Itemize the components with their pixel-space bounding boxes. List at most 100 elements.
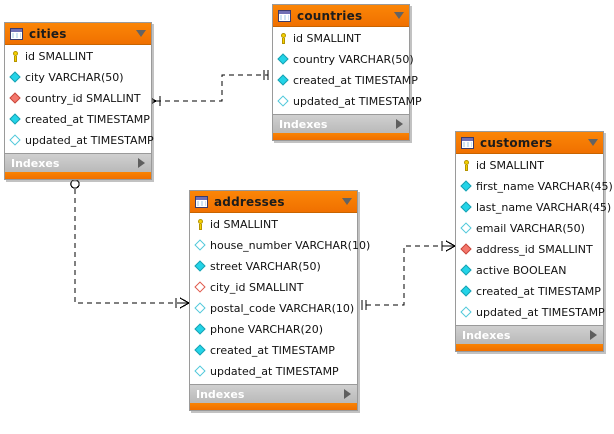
- table-bottom-strip: [456, 344, 603, 351]
- field-row[interactable]: address_id SMALLINT: [456, 239, 603, 260]
- field-row[interactable]: city_id SMALLINT: [190, 277, 357, 298]
- field-row[interactable]: created_at TIMESTAMP: [456, 281, 603, 302]
- table-icon: [10, 27, 23, 40]
- field-list-customers: id SMALLINT first_name VARCHAR(45) last_na…: [456, 154, 613, 325]
- indexes-label: Indexes: [279, 117, 328, 131]
- field-row[interactable]: id SMALLINT: [5, 46, 151, 67]
- indexes-section-addresses[interactable]: Indexes: [190, 384, 357, 403]
- table-header-addresses[interactable]: addresses: [190, 191, 357, 213]
- not-null-column-icon: [10, 114, 21, 125]
- chevron-down-icon[interactable]: [342, 198, 352, 205]
- table-box-addresses[interactable]: addresses id SMALLINT house_number VARCHAR…: [189, 190, 370, 411]
- relationship-cities-countries[interactable]: [146, 70, 269, 107]
- primary-key-icon: [461, 160, 472, 171]
- field-label: id SMALLINT: [293, 32, 361, 45]
- chevron-down-icon[interactable]: [136, 30, 146, 37]
- field-label: address_id SMALLINT: [476, 243, 593, 256]
- indexes-label: Indexes: [11, 156, 60, 170]
- chevron-down-icon[interactable]: [588, 139, 598, 146]
- nullable-column-icon: [195, 366, 206, 377]
- field-label: created_at TIMESTAMP: [293, 74, 418, 87]
- field-row[interactable]: last_name VARCHAR(45): [456, 197, 611, 218]
- nullable-foreign-key-icon: [195, 282, 206, 293]
- field-row[interactable]: country_id SMALLINT: [5, 88, 151, 109]
- field-row[interactable]: id SMALLINT: [456, 155, 603, 176]
- relationship-addresses-customers[interactable]: [361, 240, 456, 310]
- field-label: email VARCHAR(50): [476, 222, 585, 235]
- field-row[interactable]: first_name VARCHAR(45): [456, 176, 613, 197]
- table-header-countries[interactable]: countries: [273, 5, 409, 27]
- field-label: created_at TIMESTAMP: [476, 285, 601, 298]
- field-label: last_name VARCHAR(45): [476, 201, 612, 214]
- indexes-section-countries[interactable]: Indexes: [273, 114, 409, 133]
- field-label: street VARCHAR(50): [210, 260, 321, 273]
- not-null-column-icon: [278, 75, 289, 86]
- field-row[interactable]: updated_at TIMESTAMP: [5, 130, 154, 151]
- field-row[interactable]: postal_code VARCHAR(10): [190, 298, 357, 319]
- field-row[interactable]: updated_at TIMESTAMP: [190, 361, 357, 382]
- not-null-column-icon: [461, 202, 472, 213]
- primary-key-icon: [195, 219, 206, 230]
- field-row[interactable]: id SMALLINT: [273, 28, 409, 49]
- field-label: id SMALLINT: [210, 218, 278, 231]
- field-label: country VARCHAR(50): [293, 53, 414, 66]
- field-label: id SMALLINT: [476, 159, 544, 172]
- chevron-right-icon[interactable]: [344, 389, 351, 399]
- field-row[interactable]: email VARCHAR(50): [456, 218, 603, 239]
- nullable-column-icon: [461, 223, 472, 234]
- field-label: first_name VARCHAR(45): [476, 180, 613, 193]
- relationship-cities-addresses[interactable]: [70, 175, 190, 309]
- table-name-countries: countries: [297, 8, 363, 23]
- nullable-column-icon: [195, 240, 206, 251]
- indexes-section-customers[interactable]: Indexes: [456, 325, 603, 344]
- not-null-column-icon: [461, 265, 472, 276]
- field-list-cities: id SMALLINT city VARCHAR(50) country_id SM…: [5, 45, 154, 153]
- chevron-right-icon[interactable]: [138, 158, 145, 168]
- field-label: city VARCHAR(50): [25, 71, 124, 84]
- field-row[interactable]: street VARCHAR(50): [190, 256, 357, 277]
- field-list-countries: id SMALLINT country VARCHAR(50) created_at…: [273, 27, 422, 114]
- table-icon: [461, 136, 474, 149]
- nullable-column-icon: [278, 96, 289, 107]
- field-label: updated_at TIMESTAMP: [25, 134, 154, 147]
- not-null-column-icon: [461, 181, 472, 192]
- indexes-label: Indexes: [196, 387, 245, 401]
- field-row[interactable]: active BOOLEAN: [456, 260, 603, 281]
- field-row[interactable]: created_at TIMESTAMP: [5, 109, 151, 130]
- chevron-right-icon[interactable]: [396, 119, 403, 129]
- field-row[interactable]: house_number VARCHAR(10): [190, 235, 370, 256]
- field-label: created_at TIMESTAMP: [25, 113, 150, 126]
- chevron-right-icon[interactable]: [590, 330, 597, 340]
- nullable-column-icon: [461, 307, 472, 318]
- table-name-addresses: addresses: [214, 194, 285, 209]
- field-row[interactable]: created_at TIMESTAMP: [190, 340, 357, 361]
- field-row[interactable]: phone VARCHAR(20): [190, 319, 357, 340]
- indexes-label: Indexes: [462, 328, 511, 342]
- field-row[interactable]: id SMALLINT: [190, 214, 357, 235]
- table-box-customers[interactable]: customers id SMALLINT first_name VARCHAR(4…: [455, 131, 613, 352]
- field-row[interactable]: country VARCHAR(50): [273, 49, 414, 70]
- table-header-cities[interactable]: cities: [5, 23, 151, 45]
- table-box-countries[interactable]: countries id SMALLINT country VARCHAR(50) c…: [272, 4, 422, 141]
- table-bottom-strip: [5, 172, 151, 179]
- field-row[interactable]: updated_at TIMESTAMP: [273, 91, 422, 112]
- foreign-key-icon: [461, 244, 472, 255]
- table-bottom-strip: [273, 133, 409, 140]
- chevron-down-icon[interactable]: [394, 12, 404, 19]
- field-row[interactable]: city VARCHAR(50): [5, 67, 151, 88]
- field-row[interactable]: created_at TIMESTAMP: [273, 70, 418, 91]
- not-null-column-icon: [461, 286, 472, 297]
- foreign-key-icon: [10, 93, 21, 104]
- primary-key-icon: [278, 33, 289, 44]
- not-null-column-icon: [195, 324, 206, 335]
- table-header-customers[interactable]: customers: [456, 132, 603, 154]
- not-null-column-icon: [278, 54, 289, 65]
- field-label: phone VARCHAR(20): [210, 323, 324, 336]
- not-null-column-icon: [195, 345, 206, 356]
- field-row[interactable]: updated_at TIMESTAMP: [456, 302, 605, 323]
- field-label: updated_at TIMESTAMP: [476, 306, 605, 319]
- indexes-section-cities[interactable]: Indexes: [5, 153, 151, 172]
